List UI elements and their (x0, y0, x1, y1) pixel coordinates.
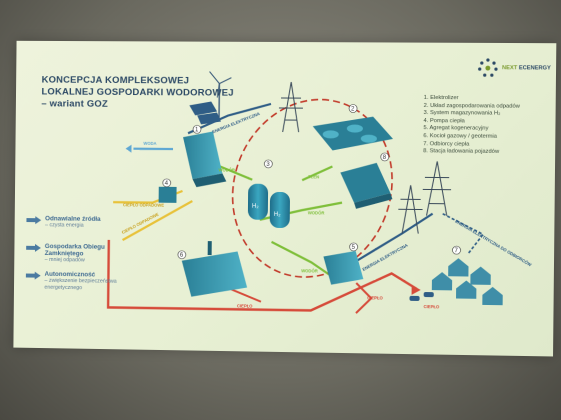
heat-consumers-houses-icon (431, 246, 503, 306)
electric-line-top (188, 102, 272, 135)
wind-turbine-icon (209, 71, 233, 120)
presentation-slide: 1 2 3 4 5 6 7 8 H₂ H₂ ENERGIA ELEKTRYCZN… (13, 40, 557, 357)
flow-label-heat: CIEPŁO (237, 303, 253, 308)
arrow-right-icon (26, 216, 41, 224)
arrow-right-icon (26, 244, 41, 252)
tank-h2-label: H₂ (252, 204, 259, 210)
note-renewables: Odnawialne źródła – czysta energia (26, 215, 144, 230)
flow-label-waste-heat: CIEPŁO ODPADOWE (123, 202, 164, 207)
heat-pump-icon (159, 179, 178, 204)
arrow-right-icon (26, 272, 41, 280)
number-4: 4 (165, 181, 169, 187)
flow-label-heat-3: CIEPŁO (424, 304, 441, 309)
note-subtitle: – mniej odpadów (44, 256, 85, 264)
flow-label-electric-2: ENERGIA ELEKTRYCZNA (361, 243, 408, 272)
power-pylon-icon (398, 185, 423, 234)
power-pylon-icon (278, 81, 303, 133)
logo-brand: ECENERGY (518, 65, 551, 72)
number-7: 7 (454, 248, 458, 254)
gas-boiler-geothermal-icon (177, 241, 248, 298)
flow-label-hydrogen-2: WODÓR (308, 210, 325, 215)
cogeneration-unit-icon (323, 243, 364, 286)
number-1: 1 (195, 127, 199, 133)
note-title: Gospodarka Obiegu Zamkniętego (44, 243, 105, 258)
component-legend: 1. Elektrolizer 2. Układ zagospodarowani… (423, 95, 554, 157)
waste-treatment-icon (312, 104, 394, 151)
flow-label-water: WODA (143, 141, 156, 146)
heat-arrow (411, 284, 421, 295)
heat-loop (108, 240, 417, 312)
legend-item: 8. Stacja ładowania pojazdów (423, 148, 500, 156)
note-circular-economy: Gospodarka Obiegu Zamkniętego – mniej od… (26, 243, 144, 265)
oxygen-line (301, 165, 333, 182)
note-autonomy: Autonomiczność – zwiększenie bezpieczeńs… (26, 271, 144, 293)
solar-panels-icon (190, 101, 222, 125)
number-6: 6 (180, 253, 184, 259)
electrolyzer-icon (183, 125, 227, 188)
number-3: 3 (266, 162, 270, 168)
hydrogen-line-3 (271, 240, 330, 276)
number-2: 2 (351, 106, 355, 112)
hydrogen-economy-diagram: 1 2 3 4 5 6 7 8 H₂ H₂ ENERGIA ELEKTRYCZN… (13, 71, 532, 357)
logo-prefix: NEXT (502, 65, 518, 72)
flow-label-electric-consumers: ENERGIA ELEKTRYCZNA DO ODBIORCÓW (454, 218, 532, 267)
number-5: 5 (352, 245, 356, 251)
hydrogen-tanks-icon (248, 159, 290, 228)
flow-label-oxygen: TLEN (308, 174, 319, 179)
slide-title: KONCEPCJA KOMPLEKSOWEJ LOKALNEJ GOSPODAR… (41, 74, 234, 110)
note-subtitle: – zwiększenie bezpieczeństwa energetyczn… (44, 277, 117, 292)
number-8: 8 (383, 155, 387, 161)
flow-label-hydrogen: WODÓR (218, 167, 234, 172)
logo-dots-icon (478, 58, 498, 77)
flow-label-hydrogen-3: WODÓR (301, 268, 318, 273)
flow-label-heat-2: CIEPŁO (367, 295, 383, 300)
component-numbers: 1 2 3 4 5 6 7 8 (165, 106, 459, 259)
note-subtitle: – czysta energia (45, 222, 84, 229)
logo-text: NEXT ECENERGY (502, 65, 551, 71)
company-logo: NEXT ECENERGY (477, 57, 551, 80)
power-pylon-icon (422, 161, 451, 216)
water-arrow (126, 145, 133, 154)
tank-h2-label: H₂ (274, 212, 281, 218)
vehicles-icon (409, 292, 434, 301)
vehicle-charging-station-icon (340, 153, 393, 210)
